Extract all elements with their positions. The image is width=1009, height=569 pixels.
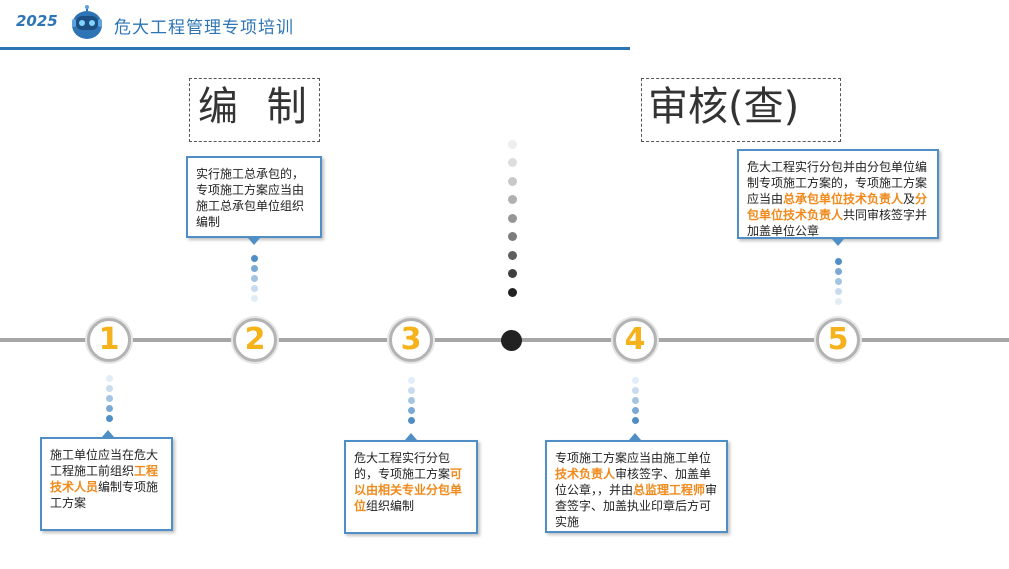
header-divider — [0, 47, 630, 50]
step-4-connector-dot — [631, 386, 639, 394]
step-card-3-text: 危大工程实行分包的，专项施工方案可以由相关专业分包单位组织编制 — [354, 451, 462, 513]
step-card-2: 实行施工总承包的，专项施工方案应当由施工总承包单位组织编制 — [186, 156, 322, 238]
step-1-connector-dot — [105, 384, 113, 392]
step-2-connector-dot — [250, 264, 258, 272]
body-text: 危大工程实行分包的，专项施工方案 — [354, 451, 451, 481]
highlight-text: 分包单位技术负责人 — [747, 192, 928, 222]
body-text: 审核签字、加盖单位公章，，并由 — [555, 467, 712, 497]
center-connector-dot — [507, 269, 517, 278]
body-text: 组织编制 — [366, 499, 415, 513]
timeline-center-dot — [501, 330, 522, 351]
robot-mascot-icon — [72, 5, 102, 39]
step-2-connector-dot — [250, 284, 258, 292]
step-1-connector-dot — [105, 394, 113, 402]
header: 2025 危大工程管理专项培训 — [0, 0, 1009, 50]
step-3-connector-dot — [407, 386, 415, 394]
step-5-connector-dot — [834, 267, 842, 275]
step-2-connector-dot — [250, 274, 258, 282]
center-connector-dot — [507, 158, 517, 167]
card-2-pointer — [248, 238, 260, 245]
body-text: 危大工程实行分包并由分包单位编制专项施工方案的，专项施工方案应当由 — [747, 160, 928, 206]
body-text: 共同审核签字并加盖单位公章 — [747, 208, 928, 238]
step-3-connector-dot — [407, 376, 415, 384]
step-3-connector-dot — [407, 396, 415, 404]
step-1-connector-dot — [105, 404, 113, 412]
body-text: 实行施工总承包的，专项施工方案应当由施工总承包单位组织编制 — [196, 167, 305, 229]
highlight-text: 总承包单位技术负责人 — [783, 192, 904, 206]
step-node-4: 4 — [613, 318, 657, 362]
step-node-5: 5 — [816, 318, 860, 362]
step-card-4-text: 专项施工方案应当由施工单位技术负责人审核签字、加盖单位公章，，并由总监理工程师审… — [555, 451, 717, 529]
step-5-connector-dot — [834, 287, 842, 295]
step-2-connector-dot — [250, 254, 258, 262]
highlight-text: 可以由相关专业分包单位 — [354, 467, 463, 513]
app-title: 危大工程管理专项培训 — [114, 18, 294, 38]
section-title-review: 审核(查) — [641, 78, 841, 142]
step-3-connector-dot — [407, 406, 415, 414]
body-text: 审查签字、加盖执业印章后方可实施 — [555, 483, 718, 529]
step-1-connector-dot — [105, 374, 113, 382]
step-node-3: 3 — [389, 318, 433, 362]
highlight-text: 总监理工程师 — [633, 483, 706, 497]
card-5-pointer — [832, 239, 844, 246]
step-card-3: 危大工程实行分包的，专项施工方案可以由相关专业分包单位组织编制 — [344, 440, 478, 534]
center-connector-dot — [507, 195, 517, 204]
step-5-connector-dot — [834, 277, 842, 285]
year-label: 2025 — [16, 12, 58, 30]
center-connector-dot — [507, 213, 517, 223]
step-card-5-text: 危大工程实行分包并由分包单位编制专项施工方案的，专项施工方案应当由总承包单位技术… — [747, 160, 927, 238]
step-4-connector-dot — [631, 416, 639, 424]
step-3-connector-dot — [407, 416, 415, 424]
step-card-2-text: 实行施工总承包的，专项施工方案应当由施工总承包单位组织编制 — [196, 167, 304, 229]
step-card-1-text: 施工单位应当在危大工程施工前组织工程技术人员编制专项施工方案 — [50, 448, 158, 510]
step-5-connector-dot — [834, 297, 842, 305]
center-connector-dot — [507, 287, 517, 297]
body-text: 编制专项施工方案 — [50, 480, 159, 510]
center-connector-dot — [507, 139, 517, 149]
center-connector-dot — [507, 176, 517, 186]
step-2-connector-dot — [250, 294, 258, 302]
step-card-1: 施工单位应当在危大工程施工前组织工程技术人员编制专项施工方案 — [40, 437, 173, 531]
step-4-connector-dot — [631, 406, 639, 414]
step-card-5: 危大工程实行分包并由分包单位编制专项施工方案的，专项施工方案应当由总承包单位技术… — [737, 149, 939, 239]
step-node-2: 2 — [233, 318, 277, 362]
step-4-connector-dot — [631, 376, 639, 384]
card-4-pointer — [629, 433, 641, 440]
center-connector-dot — [507, 232, 517, 241]
body-text: 施工单位应当在危大工程施工前组织 — [50, 448, 159, 478]
step-node-1: 1 — [87, 318, 131, 362]
highlight-text: 工程技术人员 — [50, 464, 159, 494]
step-1-connector-dot — [105, 414, 113, 422]
highlight-text: 技术负责人 — [555, 467, 616, 481]
step-5-connector-dot — [834, 257, 842, 265]
step-card-4: 专项施工方案应当由施工单位技术负责人审核签字、加盖单位公章，，并由总监理工程师审… — [545, 440, 728, 533]
center-connector-dot — [507, 250, 517, 260]
card-3-pointer — [405, 433, 417, 440]
body-text: 专项施工方案应当由施工单位 — [555, 451, 712, 465]
body-text: 及 — [903, 192, 916, 206]
section-title-compile: 编 制 — [189, 78, 320, 142]
step-4-connector-dot — [631, 396, 639, 404]
card-1-pointer — [102, 430, 114, 437]
